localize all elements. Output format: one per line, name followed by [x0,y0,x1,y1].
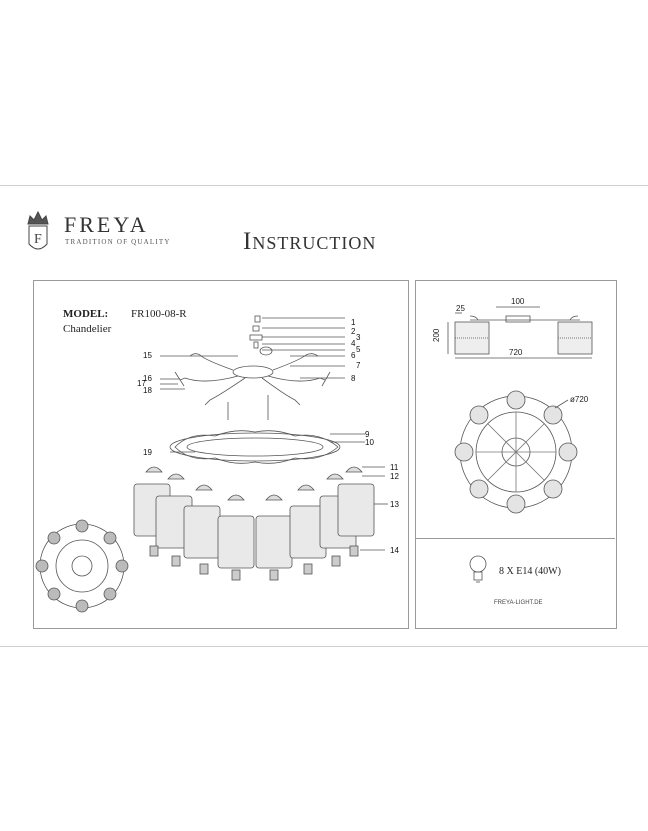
brand-tagline: TRADITION OF QUALITY [65,238,171,246]
part-number-15: 15 [143,351,152,360]
part-number-9: 9 [365,430,370,439]
dimension-diameter: ø720 [570,395,589,404]
part-number-3: 3 [356,333,361,342]
part-number-1: 1 [351,318,356,327]
part-number-2: 2 [351,327,356,336]
part-number-19: 19 [143,448,152,457]
dimension-total-width: 720 [509,348,523,357]
brand-name: FREYA [64,212,149,237]
svg-text:F: F [34,232,42,247]
part-number-11: 11 [390,463,399,472]
dimension-top-width: 100 [511,297,525,306]
part-number-4: 4 [351,339,356,348]
model-label: MODEL: [63,308,109,320]
panel-divider [416,538,615,539]
bulb-icon [470,556,486,584]
bulb-spec: 8 X E14 (40W) [499,566,561,577]
page-title: Instruction [243,228,377,255]
part-number-13: 13 [390,500,399,509]
part-number-6: 6 [351,351,356,360]
dimensions-panel [415,280,617,629]
part-number-14: 14 [390,546,399,555]
part-number-7: 7 [356,361,361,370]
part-number-16: 16 [143,374,152,383]
part-number-17: 17 [137,379,146,388]
part-number-18: 18 [143,386,152,395]
dimension-side-offset: 25 [456,304,465,313]
website-url[interactable]: FREYA-LIGHT.DE [494,600,543,606]
dimension-height: 200 [432,328,441,342]
model-value: FR100-08-R [131,308,187,320]
part-number-12: 12 [390,472,399,481]
product-type: Chandelier [63,323,112,335]
part-number-5: 5 [356,345,361,354]
part-number-8: 8 [351,374,356,383]
part-number-10: 10 [365,438,374,447]
assembly-panel [33,280,409,629]
